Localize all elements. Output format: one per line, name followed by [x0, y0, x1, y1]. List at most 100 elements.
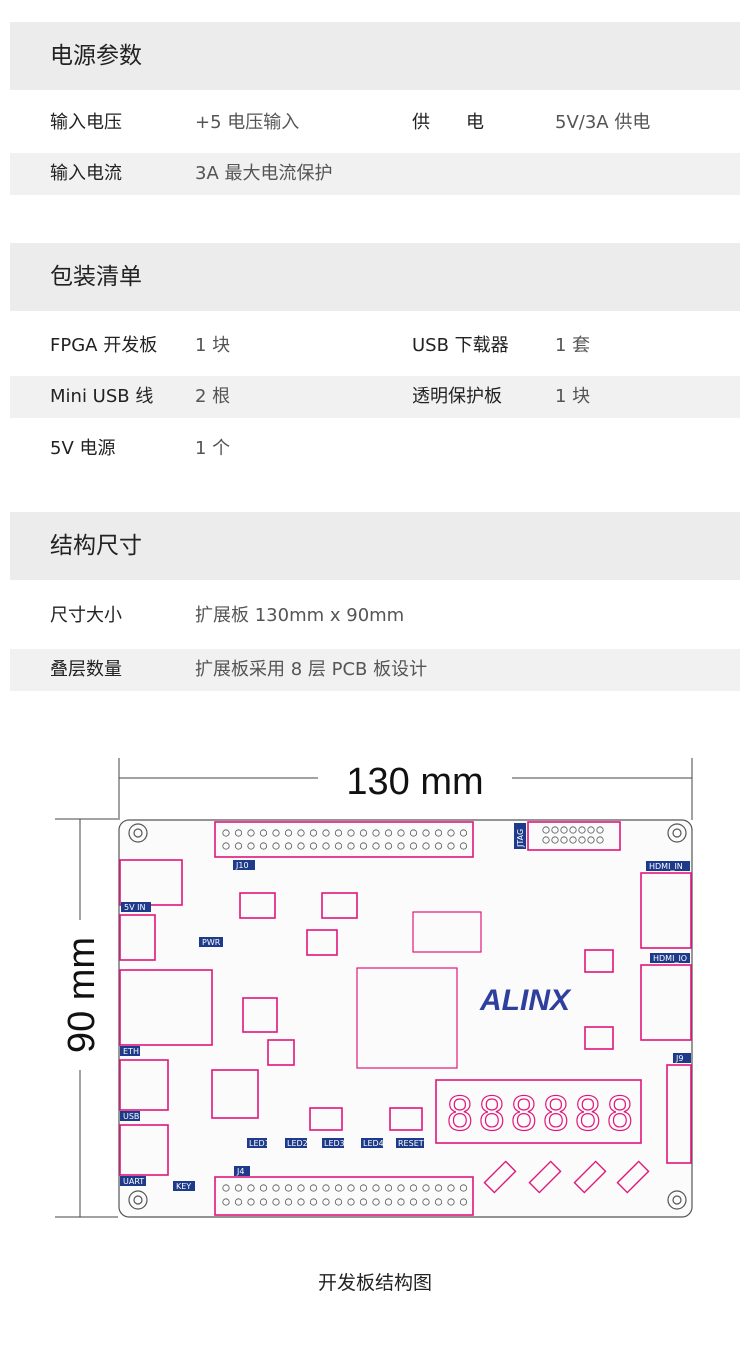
header-pin [359, 829, 368, 837]
header-pin [247, 842, 255, 850]
header-pin [434, 1184, 443, 1192]
svg-text:LED2: LED2 [287, 1139, 308, 1148]
row-value: 1 个 [195, 438, 231, 459]
height-dimension-label: 90 mm [61, 937, 103, 1053]
header-pin [422, 842, 430, 850]
header-pin [434, 829, 443, 837]
row-value: 1 块 [195, 335, 231, 356]
svg-text:8: 8 [606, 1087, 634, 1141]
header-pin [359, 842, 368, 850]
header-pin [459, 1184, 468, 1192]
header-pin [259, 1184, 268, 1192]
table-row: 5V 电源 1 个 [10, 428, 740, 470]
header-pin [309, 842, 318, 850]
header-pin [596, 836, 604, 844]
svg-text:ETH: ETH [123, 1047, 139, 1056]
header-pin [259, 829, 268, 837]
header-pin [284, 829, 293, 837]
header-pin [334, 1198, 343, 1206]
header-pin [284, 842, 293, 850]
row-label: 输入电流 [50, 163, 122, 184]
header-pin [309, 1184, 318, 1192]
row-label: 输入电压 [50, 112, 122, 133]
dimension-lines [55, 758, 693, 1218]
header-pins [222, 826, 604, 1206]
svg-text:KEY: KEY [176, 1182, 191, 1191]
row-value-2: 5V/3A 供电 [555, 112, 651, 133]
header-pin [596, 826, 604, 834]
header-pin [247, 829, 255, 837]
header-pin [397, 842, 405, 850]
row-value: 扩展板采用 8 层 PCB 板设计 [195, 659, 428, 680]
header-pin [384, 829, 393, 837]
header-pin [259, 1198, 268, 1206]
header-pin [578, 826, 586, 834]
table-row: 输入电压 +5 电压输入 供 电 5V/3A 供电 [10, 102, 740, 144]
section-title-package: 包装清单 [10, 243, 740, 311]
header-pin [422, 1198, 430, 1206]
header-pin [284, 1198, 293, 1206]
header-pin [234, 842, 243, 850]
svg-text:RESET: RESET [398, 1139, 424, 1148]
row-label: 5V 电源 [50, 438, 116, 459]
header-pin [434, 1198, 443, 1206]
header-pin [234, 1198, 243, 1206]
header-pin [551, 826, 559, 834]
header-pin [409, 1184, 418, 1192]
header-pin [222, 829, 230, 837]
header-pin [272, 842, 280, 850]
svg-text:J4: J4 [236, 1167, 244, 1176]
header-pin [284, 1184, 293, 1192]
header-pin [447, 1184, 455, 1192]
mounting-holes [128, 823, 687, 1210]
header-pin [347, 1198, 355, 1206]
header-pin [434, 842, 443, 850]
header-pin [397, 829, 405, 837]
svg-text:8: 8 [478, 1087, 506, 1141]
table-row: 输入电流 3A 最大电流保护 [10, 153, 740, 195]
svg-text:PWR: PWR [202, 938, 221, 947]
svg-text:8: 8 [574, 1087, 602, 1141]
header-pin [569, 836, 577, 844]
header-pin [334, 842, 343, 850]
row-label: FPGA 开发板 [50, 335, 158, 356]
svg-text:J9: J9 [675, 1054, 683, 1063]
header-pin [372, 842, 380, 850]
header-pin [409, 1198, 418, 1206]
row-value: 3A 最大电流保护 [195, 163, 333, 184]
header-pin [372, 1184, 380, 1192]
header-pin [322, 1184, 330, 1192]
alinx-logo: ALINX [479, 984, 572, 1017]
row-value: 扩展板 130mm x 90mm [195, 605, 405, 626]
header-pin [272, 1184, 280, 1192]
row-label: Mini USB 线 [50, 386, 154, 407]
header-pin [560, 826, 568, 834]
header-pin [322, 842, 330, 850]
header-pin [334, 1184, 343, 1192]
header-pin [309, 1198, 318, 1206]
header-pin [587, 836, 595, 844]
header-pin [372, 1198, 380, 1206]
svg-text:HDMI_IO: HDMI_IO [653, 954, 687, 963]
header-pin [384, 842, 393, 850]
row-label-2: 供 电 [412, 112, 484, 133]
header-pin [347, 1184, 355, 1192]
svg-text:J10: J10 [235, 861, 249, 870]
board-components [119, 821, 692, 1216]
svg-text:8: 8 [542, 1087, 570, 1141]
header-pin [322, 1198, 330, 1206]
header-pin [542, 826, 550, 834]
width-dimension-label: 130 mm [346, 761, 483, 803]
header-pin [422, 1184, 430, 1192]
header-pin [422, 829, 430, 837]
header-pin [297, 1198, 305, 1206]
header-pin [234, 829, 243, 837]
header-pin [569, 826, 577, 834]
header-pin [409, 842, 418, 850]
row-value-2: 1 块 [555, 386, 591, 407]
board-outline [118, 819, 693, 1218]
header-pin [297, 1184, 305, 1192]
header-pin [222, 842, 230, 850]
row-value: 2 根 [195, 386, 231, 407]
